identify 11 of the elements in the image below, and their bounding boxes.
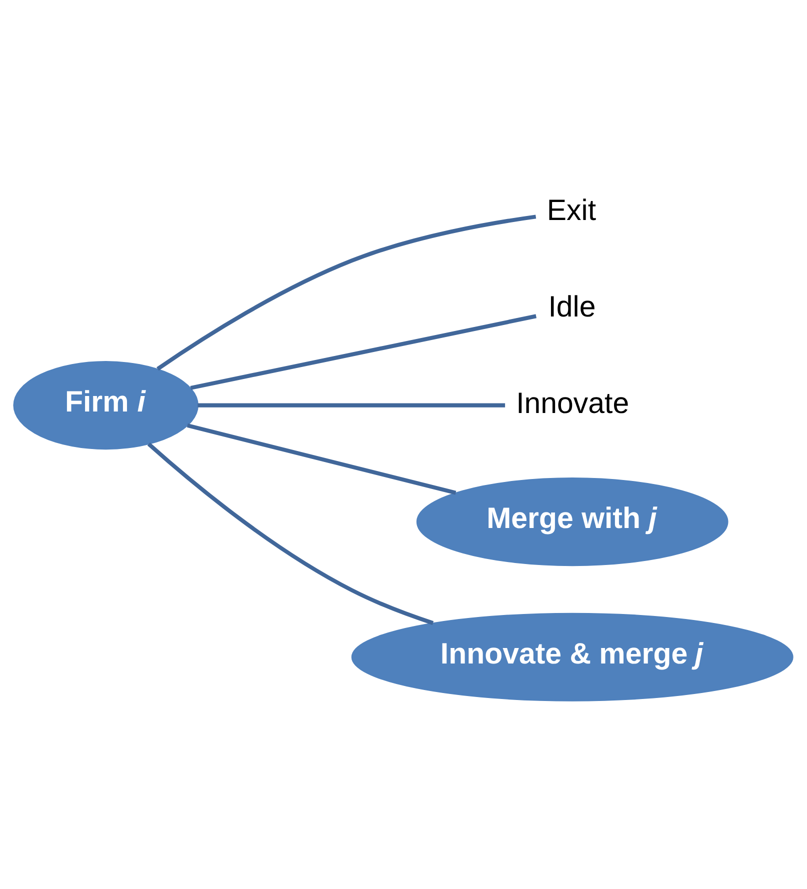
connector [156,214,536,371]
node-text: Exit [546,194,596,227]
node-text: Innovate [516,386,630,420]
connector [186,424,456,495]
connector [190,314,536,390]
node-ellipse: Merge with j [416,478,728,566]
node-ellipse: Firm i [13,361,198,450]
node-text: Idle [548,290,596,324]
connector [147,442,434,625]
node-ellipse: Innovate & merge j [351,612,794,702]
connector [198,403,506,408]
